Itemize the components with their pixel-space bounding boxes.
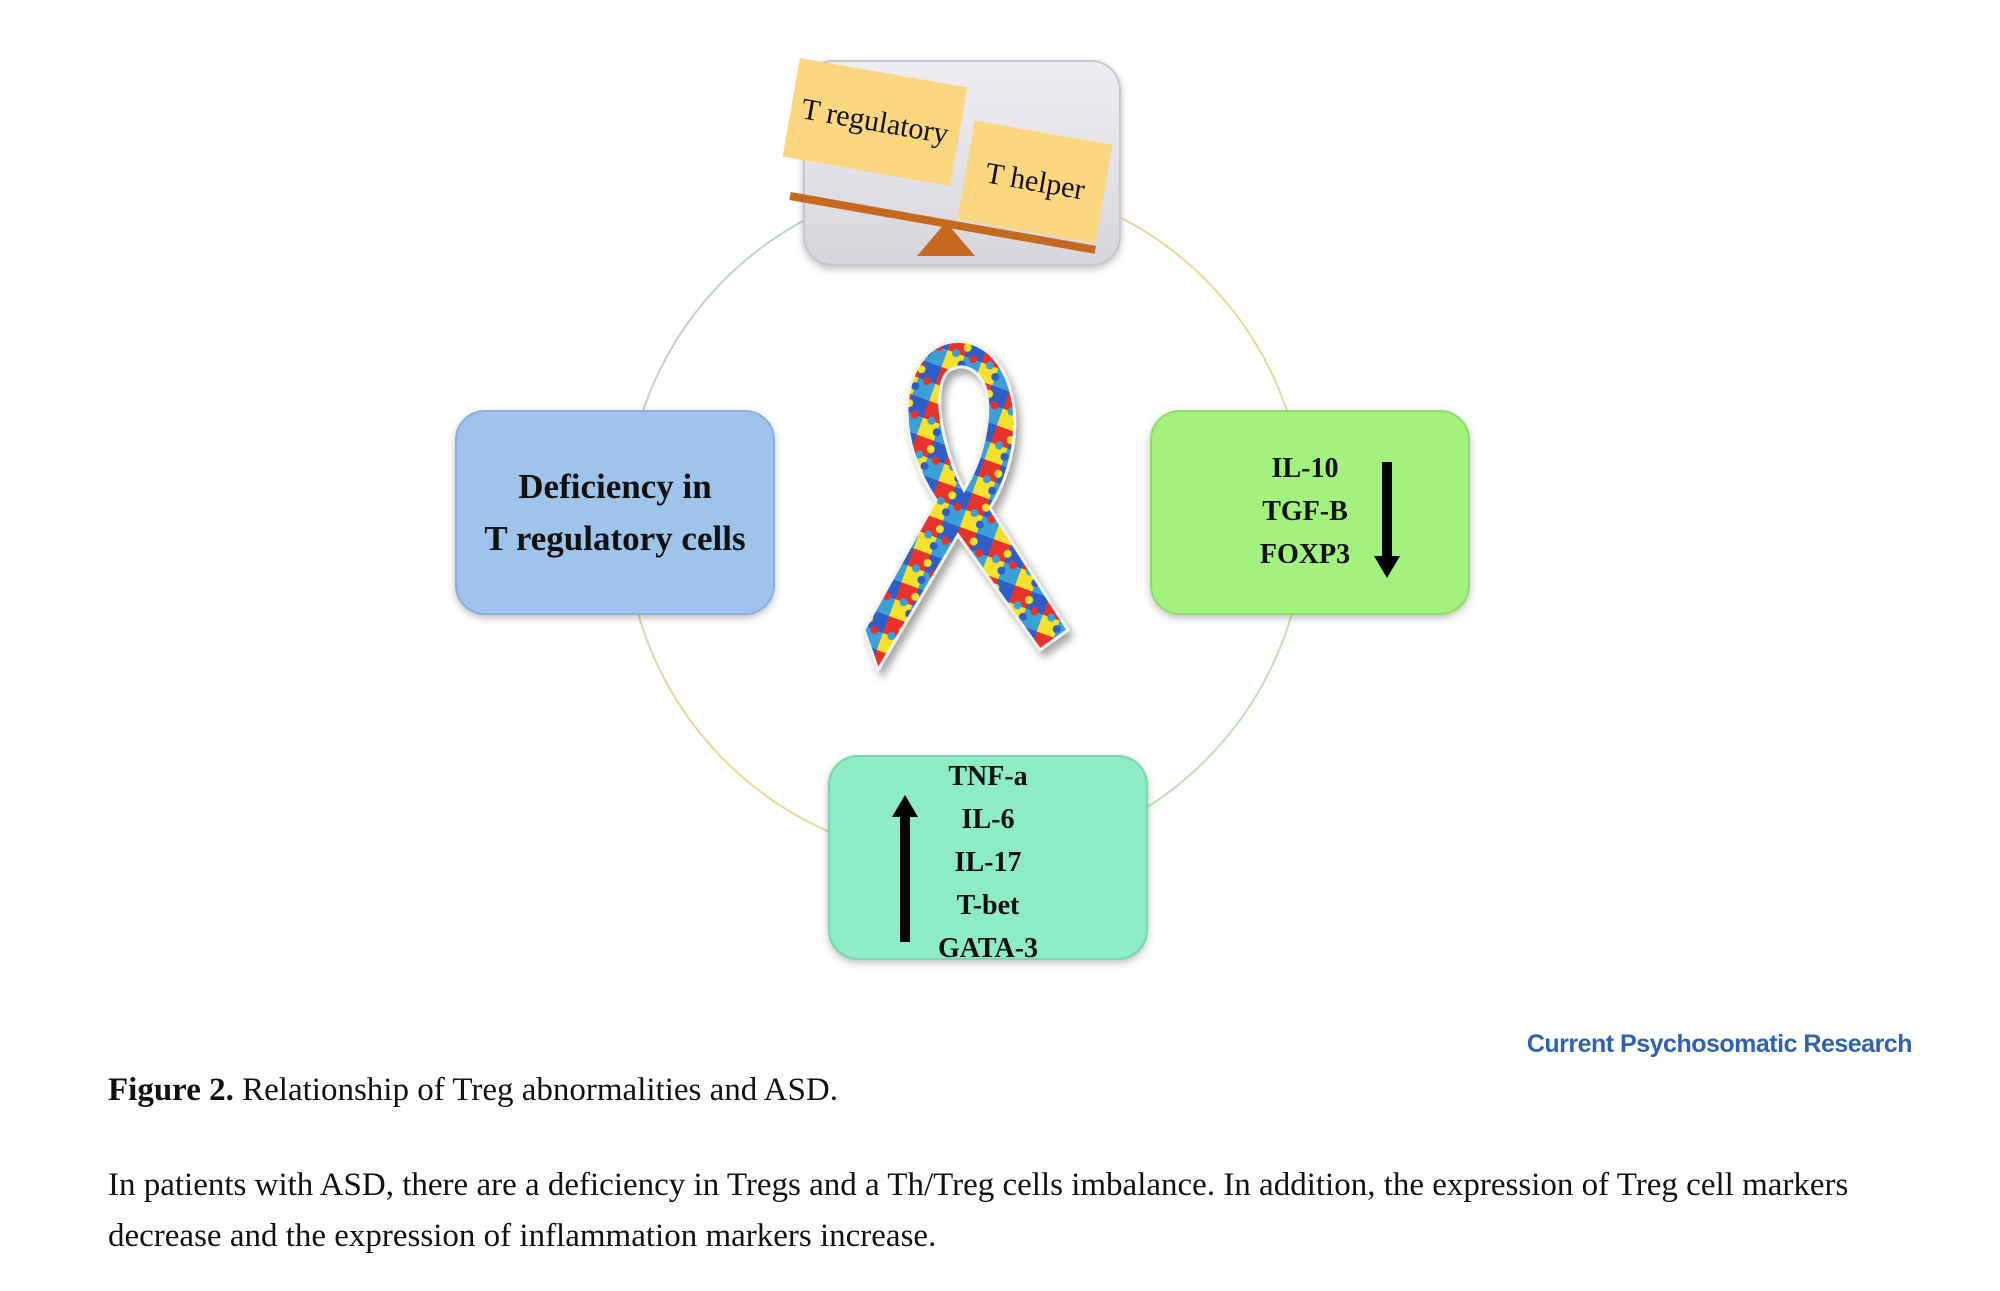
increased-markers-list: TNF-a IL-6 IL-17 T-bet GATA-3 bbox=[928, 755, 1048, 970]
marker-gata-3: GATA-3 bbox=[937, 933, 1039, 964]
deficiency-box: Deficiency in T regulatory cells bbox=[455, 410, 775, 615]
marker-il-6: IL-6 bbox=[961, 804, 1015, 835]
decreased-markers-list: IL-10 TGF-B FOXP3 bbox=[1245, 447, 1365, 576]
autism-puzzle-ribbon-icon bbox=[862, 339, 1071, 674]
increased-markers-box bbox=[828, 755, 1148, 960]
marker-tnf-a: TNF-a bbox=[948, 761, 1028, 792]
figure-title: Relationship of Treg abnormalities and A… bbox=[242, 1072, 838, 1108]
marker-t-bet: T-bet bbox=[956, 890, 1020, 921]
t-regulatory-label: T regulatory bbox=[799, 92, 952, 151]
treg-asd-diagram: T regulatory T helper Deficiency in T re… bbox=[455, 57, 1470, 970]
marker-tgf-b: TGF-B bbox=[1262, 496, 1348, 527]
t-helper-label: T helper bbox=[982, 156, 1088, 207]
figure-description: In patients with ASD, there are a defici… bbox=[108, 1167, 1849, 1254]
marker-il-10: IL-10 bbox=[1271, 453, 1339, 484]
up-arrow-icon bbox=[892, 795, 918, 942]
decreased-markers-box bbox=[1150, 410, 1470, 615]
deficiency-line-2: T regulatory cells bbox=[484, 518, 746, 558]
down-arrow-icon bbox=[1374, 462, 1400, 578]
deficiency-line-1: Deficiency in bbox=[518, 466, 712, 506]
seesaw-fulcrum bbox=[917, 222, 975, 256]
marker-il-17: IL-17 bbox=[954, 847, 1022, 878]
marker-foxp3: FOXP3 bbox=[1259, 539, 1351, 570]
figure-label: Figure 2. bbox=[108, 1072, 234, 1108]
figure-caption: Figure 2. Relationship of Treg abnormali… bbox=[108, 1072, 1908, 1109]
journal-logo: Current Psychosomatic Research bbox=[1526, 1030, 1913, 1058]
